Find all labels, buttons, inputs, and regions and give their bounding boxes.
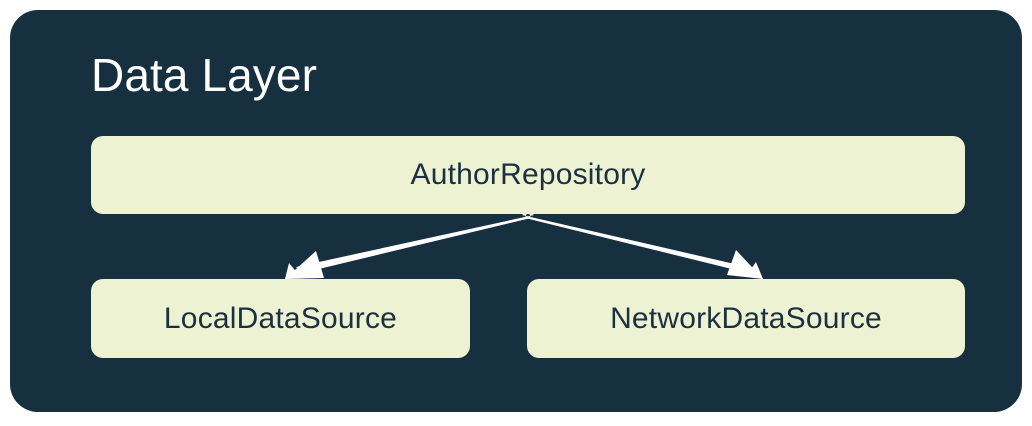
arrow-to-local-data-source (285, 211, 534, 279)
node-author-repository[interactable]: AuthorRepository (91, 136, 965, 214)
arrow-to-network-data-source (522, 211, 763, 279)
node-network-data-source[interactable]: NetworkDataSource (527, 279, 965, 358)
page-title: Data Layer (91, 49, 318, 101)
node-local-data-source[interactable]: LocalDataSource (91, 279, 470, 358)
node-author-repository-label: AuthorRepository (410, 158, 646, 191)
arrow-to-local-data-source-head (285, 251, 324, 279)
node-network-data-source-label: NetworkDataSource (610, 301, 882, 335)
node-local-data-source-label: LocalDataSource (163, 301, 398, 335)
data-layer-container: Data Layer AuthorRepository LocalDataSou… (10, 10, 1022, 412)
arrow-to-network-data-source-head (727, 250, 763, 279)
